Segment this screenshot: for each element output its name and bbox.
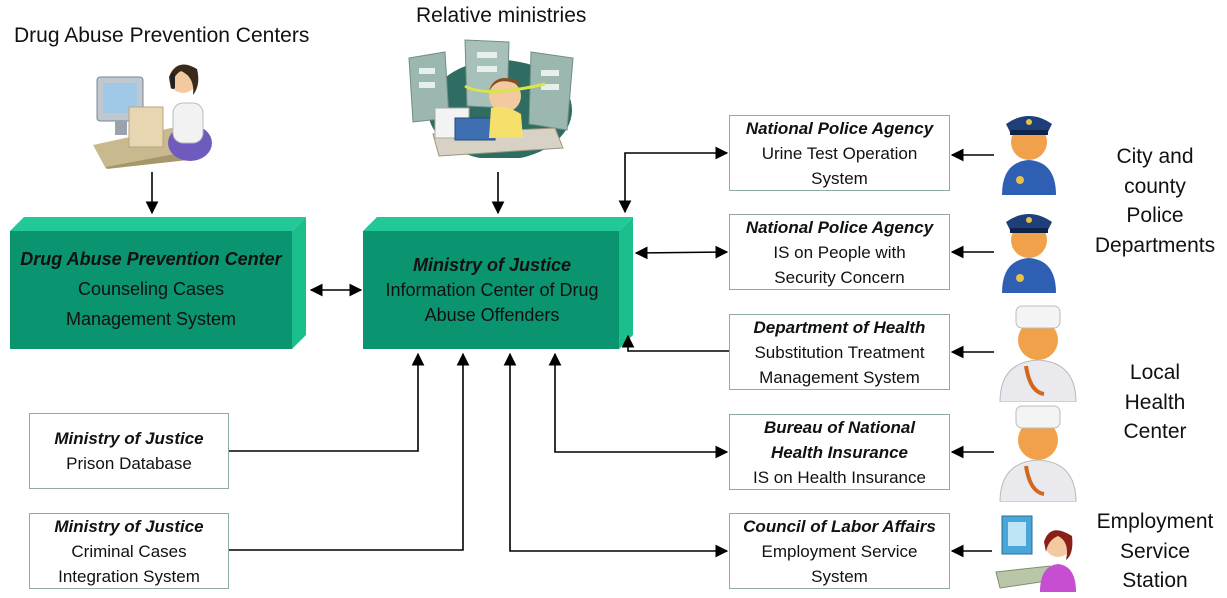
police-officer-icon [1002,214,1056,293]
employment-service-station-label: Employment Service Station [1086,507,1224,596]
arrow-substitution-to-moj [621,334,729,352]
arrow-prison-to-moj [229,352,425,452]
local-health-center-label-line: Center [1123,420,1187,443]
employment-service-station-label-line: Station [1122,569,1188,592]
urine-test-org: National Police Agency [745,118,934,138]
doctor-icon [999,305,1077,402]
criminal-cases-org: Ministry of Justice [54,516,204,536]
moj-hub-line: Abuse Offenders [424,305,560,325]
criminal-cases-box: Ministry of Justice Criminal Cases Integ… [29,513,229,589]
local-health-center-label: Local Health Center [1100,358,1210,447]
health-insurance-line: IS on Health Insurance [753,467,926,487]
substitution-treatment-line: Substitution Treatment [754,342,925,362]
drug-center-hub: Drug Abuse Prevention Center Counseling … [10,244,292,334]
heading-relative-ministries: Relative ministries [416,4,587,27]
employment-service-station-label-line: Employment [1096,510,1214,533]
urine-test-line: Urine Test Operation [761,143,918,163]
local-health-center-label-line: Health [1124,390,1186,414]
moj-hub: Ministry of Justice Information Center o… [363,253,621,328]
urine-test-system-box: National Police Agency Urine Test Operat… [729,115,950,191]
health-insurance-org: Health Insurance [771,442,908,462]
criminal-cases-line: Integration System [58,566,200,586]
arrow-criminal-to-moj [229,352,470,551]
substitution-treatment-org: Department of Health [753,317,926,337]
employment-service-line: System [811,566,868,586]
arrow-moj-security-concern [634,245,729,260]
substitution-treatment-line: Management System [759,367,920,387]
employment-service-line: Employment Service [761,541,918,561]
arrow-moj-urine-test [618,146,729,214]
moj-hub-line: Information Center of Drug [385,280,599,300]
drug-center-hub-shape [10,217,306,349]
ministry-office-worker-icon [408,39,574,158]
criminal-cases-line: Criminal Cases [71,541,187,561]
police-departments-label-line: Police [1126,204,1184,227]
employment-service-box: Council of Labor Affairs Employment Serv… [729,513,950,589]
police-officer-icon [1002,116,1056,195]
health-insurance-box: Bureau of National Health Insurance IS o… [729,414,950,490]
police-departments-label-line: Departments [1094,233,1216,257]
drug-center-hub-org: Drug Abuse Prevention Center [20,249,282,269]
arrow-moj-health-insurance [548,352,729,459]
local-health-center-label-line: Local [1129,361,1181,384]
security-concern-line: Security Concern [774,267,905,287]
drug-center-hub-line: Counseling Cases [77,279,225,299]
prison-database-org: Ministry of Justice [54,429,204,448]
employment-clerk-icon [995,515,1076,592]
arrow-moj-employment [503,352,729,558]
prison-database-box: Ministry of Justice Prison Database [29,413,229,489]
health-insurance-org: Bureau of National [763,417,916,437]
moj-hub-org: Ministry of Justice [412,255,572,275]
moj-hub-shape [363,217,633,349]
security-concern-system-box: National Police Agency IS on People with… [729,214,950,290]
substitution-treatment-box: Department of Health Substitution Treatm… [729,314,950,390]
security-concern-org: National Police Agency [745,217,934,237]
employment-service-station-label-line: Service [1119,539,1191,563]
prison-database-line: Prison Database [66,454,192,473]
doctor-icon [999,405,1077,502]
security-concern-line: IS on People with [773,242,906,262]
counselor-at-computer-icon [93,64,212,169]
police-departments-label: City and county Police Departments [1090,142,1220,260]
police-departments-label-line: county [1124,174,1186,198]
police-departments-label-line: City and [1116,145,1194,168]
drug-center-hub-line: Management System [65,309,237,329]
urine-test-line: System [811,168,868,188]
employment-service-org: Council of Labor Affairs [743,516,936,536]
heading-drug-abuse-prevention-centers: Drug Abuse Prevention Centers [14,24,310,47]
